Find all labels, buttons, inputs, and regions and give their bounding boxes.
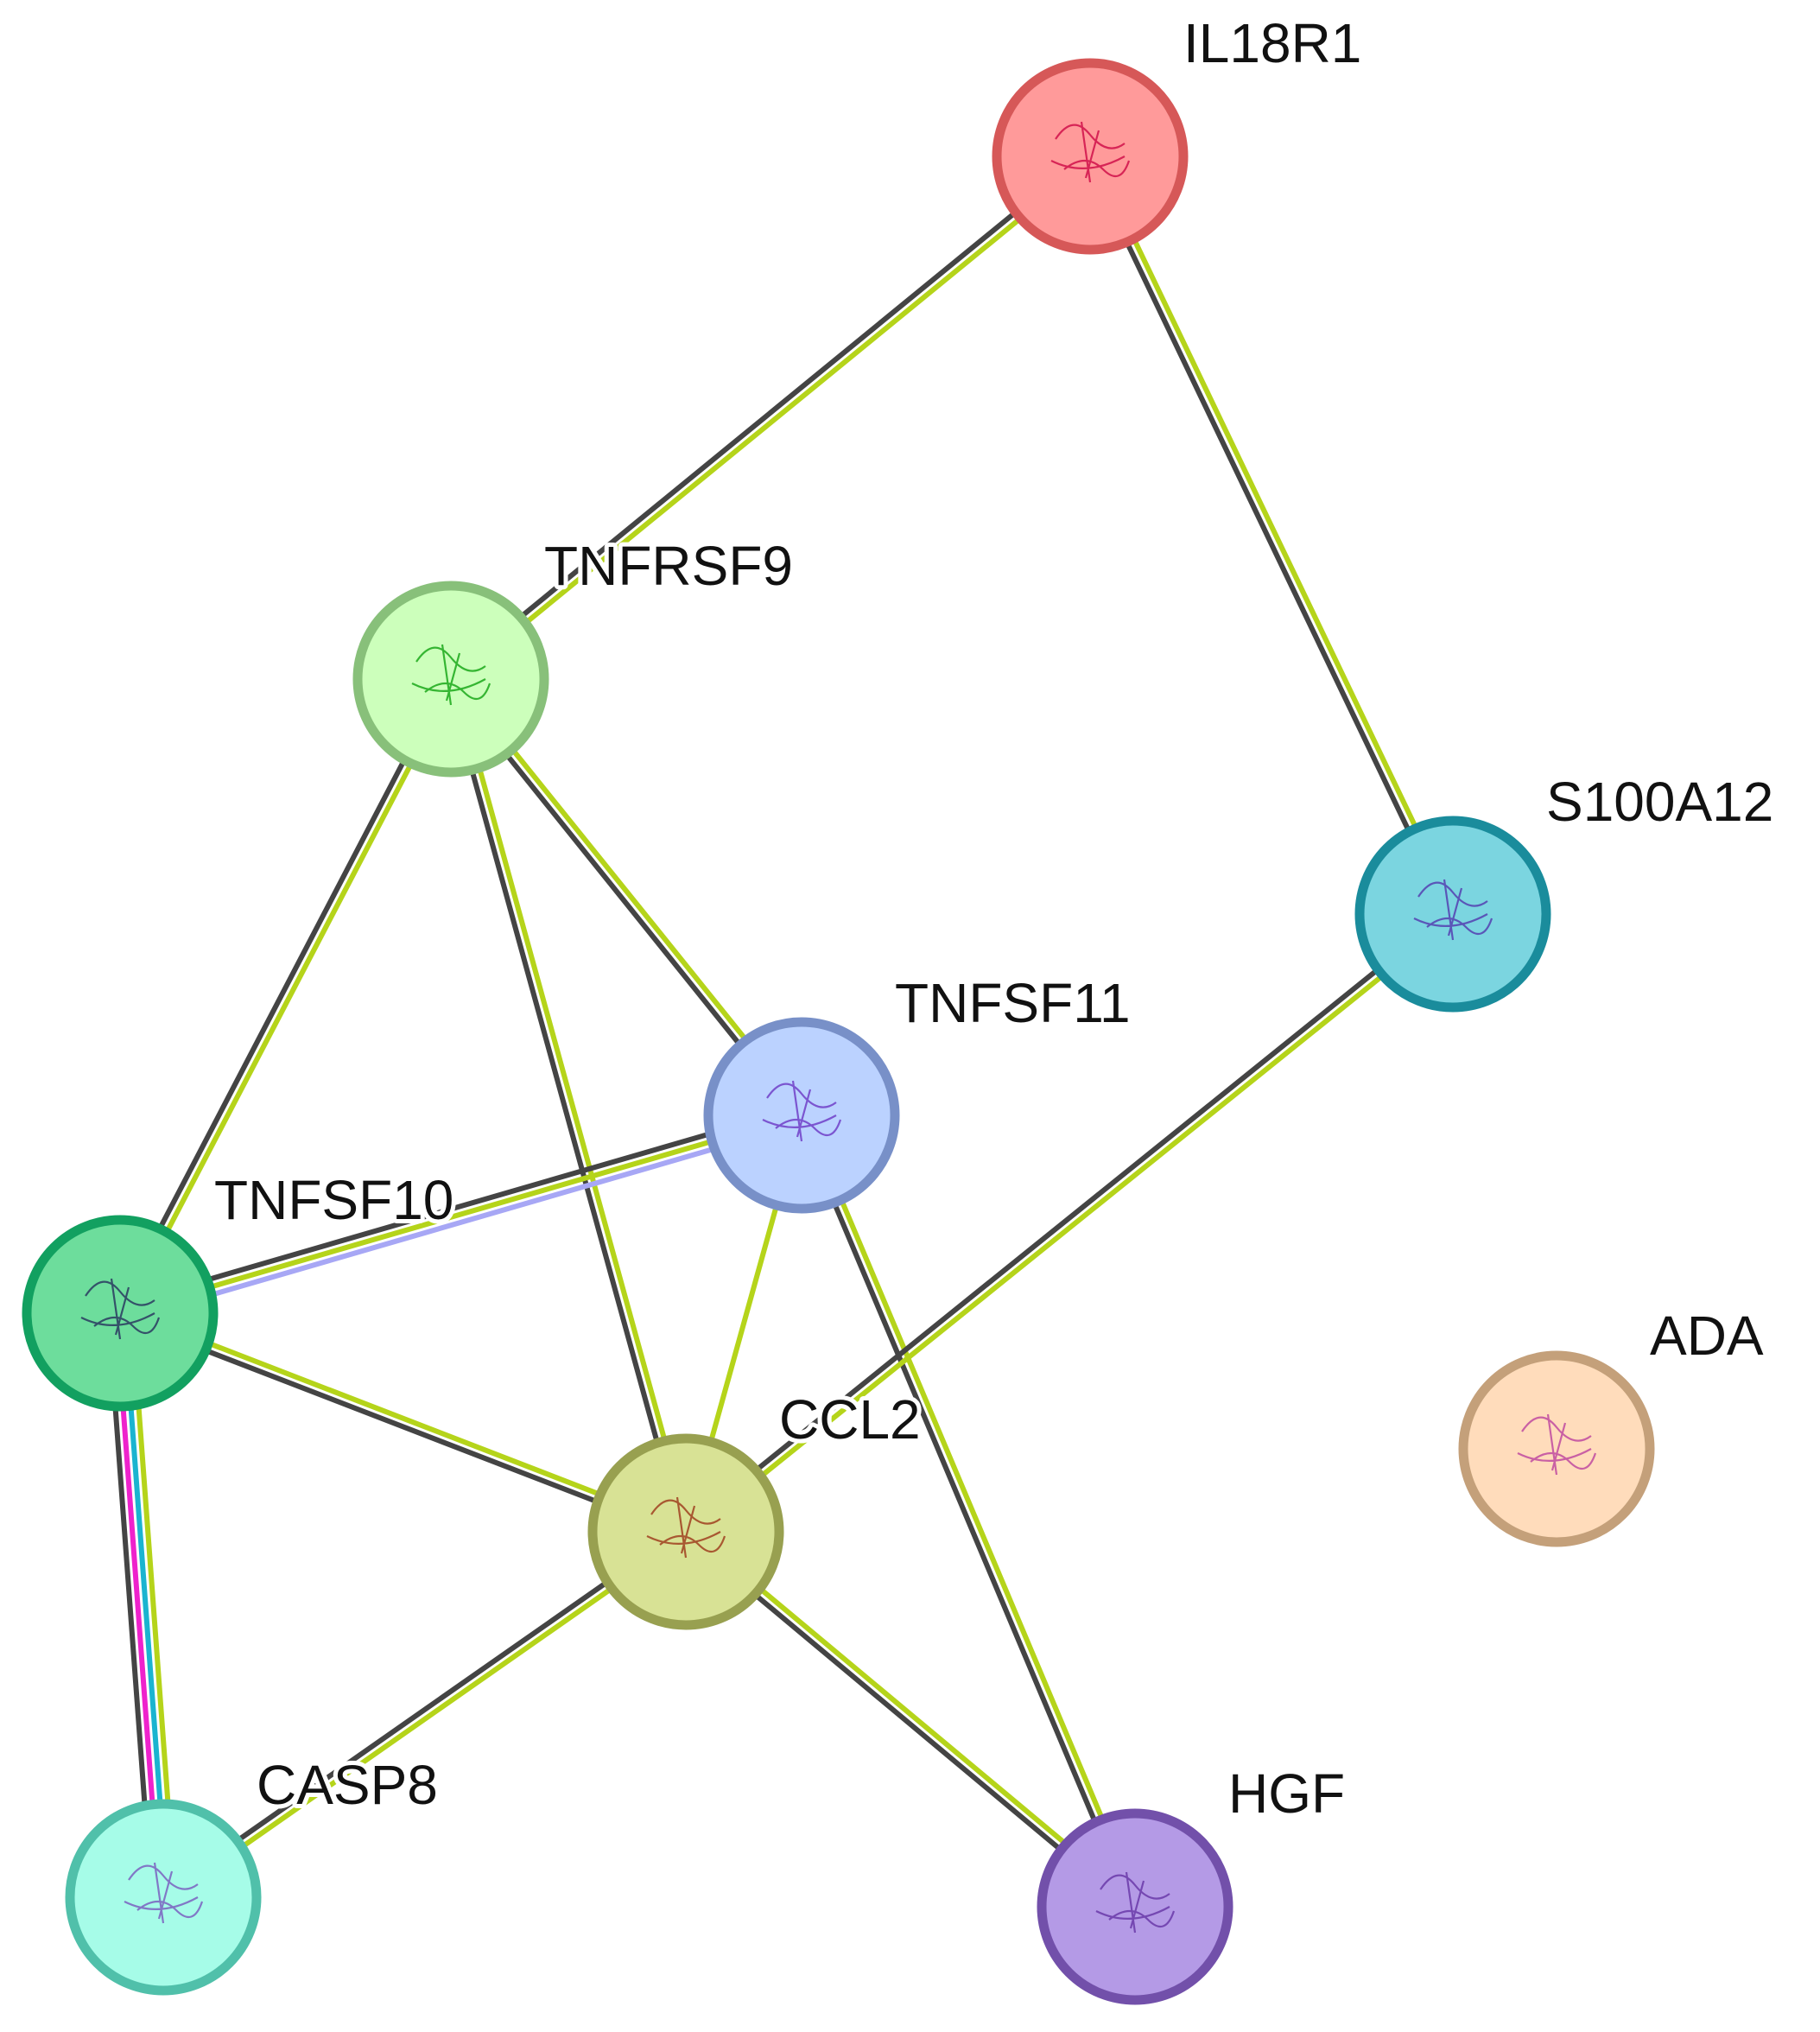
edge-tnfsf11-tnfsf10[interactable] bbox=[117, 1105, 805, 1324]
edge-line-coexpression bbox=[117, 1314, 686, 1538]
node-tnfrsf9[interactable] bbox=[352, 581, 549, 778]
edge-line-textmining bbox=[451, 157, 1094, 684]
node-label-ccl2: CCL2 bbox=[779, 1388, 921, 1451]
node-label-hgf: HGF bbox=[1228, 1762, 1345, 1825]
edge-line-coexpression bbox=[444, 679, 685, 1534]
edge-il18r1-s100a12[interactable] bbox=[1084, 153, 1459, 918]
edge-line-coexpression bbox=[117, 1105, 801, 1309]
edge-line-textmining bbox=[686, 915, 1457, 1537]
protein-structure-icon bbox=[762, 1080, 842, 1142]
node-label-tnfrsf9: TNFRSF9 bbox=[544, 535, 793, 597]
node-circle bbox=[352, 581, 549, 778]
node-label-s100a12: S100A12 bbox=[1546, 771, 1773, 833]
edge-il18r1-tnfrsf9[interactable] bbox=[447, 151, 1094, 684]
edge-tnfrsf9-ccl2[interactable] bbox=[444, 677, 693, 1534]
edge-line-coexpression bbox=[447, 151, 1090, 678]
node-casp8[interactable] bbox=[65, 1799, 262, 1996]
node-circle bbox=[22, 1215, 219, 1412]
node-label-casp8: CASP8 bbox=[257, 1754, 438, 1816]
edge-line-coexpression bbox=[159, 1526, 686, 1896]
edge-line-textmining bbox=[119, 1113, 802, 1316]
node-circle bbox=[1458, 1350, 1655, 1547]
node-label-tnfsf10: TNFSF10 bbox=[214, 1169, 453, 1231]
edge-line-coexpression bbox=[682, 909, 1453, 1531]
node-s100a12[interactable] bbox=[1354, 816, 1551, 1013]
protein-structure-icon bbox=[80, 1278, 161, 1340]
protein-structure-icon bbox=[411, 644, 491, 706]
edge-tnfrsf9-tnfsf10[interactable] bbox=[114, 676, 457, 1317]
edge-ccl2-casp8[interactable] bbox=[159, 1526, 690, 1903]
node-circle bbox=[1037, 1808, 1233, 2005]
protein-structure-icon bbox=[124, 1862, 204, 1924]
node-ada[interactable] bbox=[1458, 1350, 1655, 1547]
node-tnfsf10[interactable] bbox=[22, 1215, 219, 1412]
node-circle bbox=[992, 58, 1189, 255]
protein-structure-icon bbox=[1095, 1871, 1176, 1934]
edge-line-textmining bbox=[163, 1533, 690, 1903]
node-il18r1[interactable] bbox=[992, 58, 1189, 255]
edge-line-textmining bbox=[129, 1311, 178, 1897]
edge-line-textmining bbox=[802, 1113, 1141, 1907]
node-label-ada: ADA bbox=[1650, 1305, 1764, 1367]
node-circle bbox=[703, 1017, 900, 1214]
edge-line-coexpression bbox=[105, 1313, 155, 1899]
node-hgf[interactable] bbox=[1037, 1808, 1233, 2005]
node-circle bbox=[65, 1799, 262, 1996]
edge-s100a12-ccl2[interactable] bbox=[682, 909, 1457, 1537]
protein-structure-icon bbox=[1517, 1413, 1597, 1476]
node-label-tnfsf11: TNFSF11 bbox=[895, 972, 1131, 1034]
node-label-il18r1: IL18R1 bbox=[1183, 12, 1361, 74]
protein-structure-icon bbox=[646, 1496, 726, 1559]
edge-line-textmining bbox=[452, 677, 693, 1532]
edge-line-coexpression bbox=[796, 1115, 1134, 1909]
edge-line-homology bbox=[121, 1120, 805, 1324]
edge-tnfsf10-ccl2[interactable] bbox=[117, 1307, 688, 1538]
node-circle bbox=[1354, 816, 1551, 1013]
edge-line-coexpression bbox=[1084, 156, 1452, 918]
edge-line-textmining bbox=[120, 1307, 688, 1531]
nodes-layer bbox=[22, 58, 1655, 2005]
edge-line-textmining bbox=[121, 679, 457, 1317]
node-circle bbox=[587, 1433, 784, 1630]
protein-structure-icon bbox=[1050, 121, 1131, 183]
node-ccl2[interactable] bbox=[587, 1433, 784, 1630]
node-tnfsf11[interactable] bbox=[703, 1017, 900, 1214]
protein-structure-icon bbox=[1413, 879, 1493, 941]
edge-line-textmining bbox=[1091, 153, 1459, 914]
edge-tnfsf11-hgf[interactable] bbox=[796, 1113, 1141, 1909]
edge-line-coexpression bbox=[114, 676, 450, 1313]
